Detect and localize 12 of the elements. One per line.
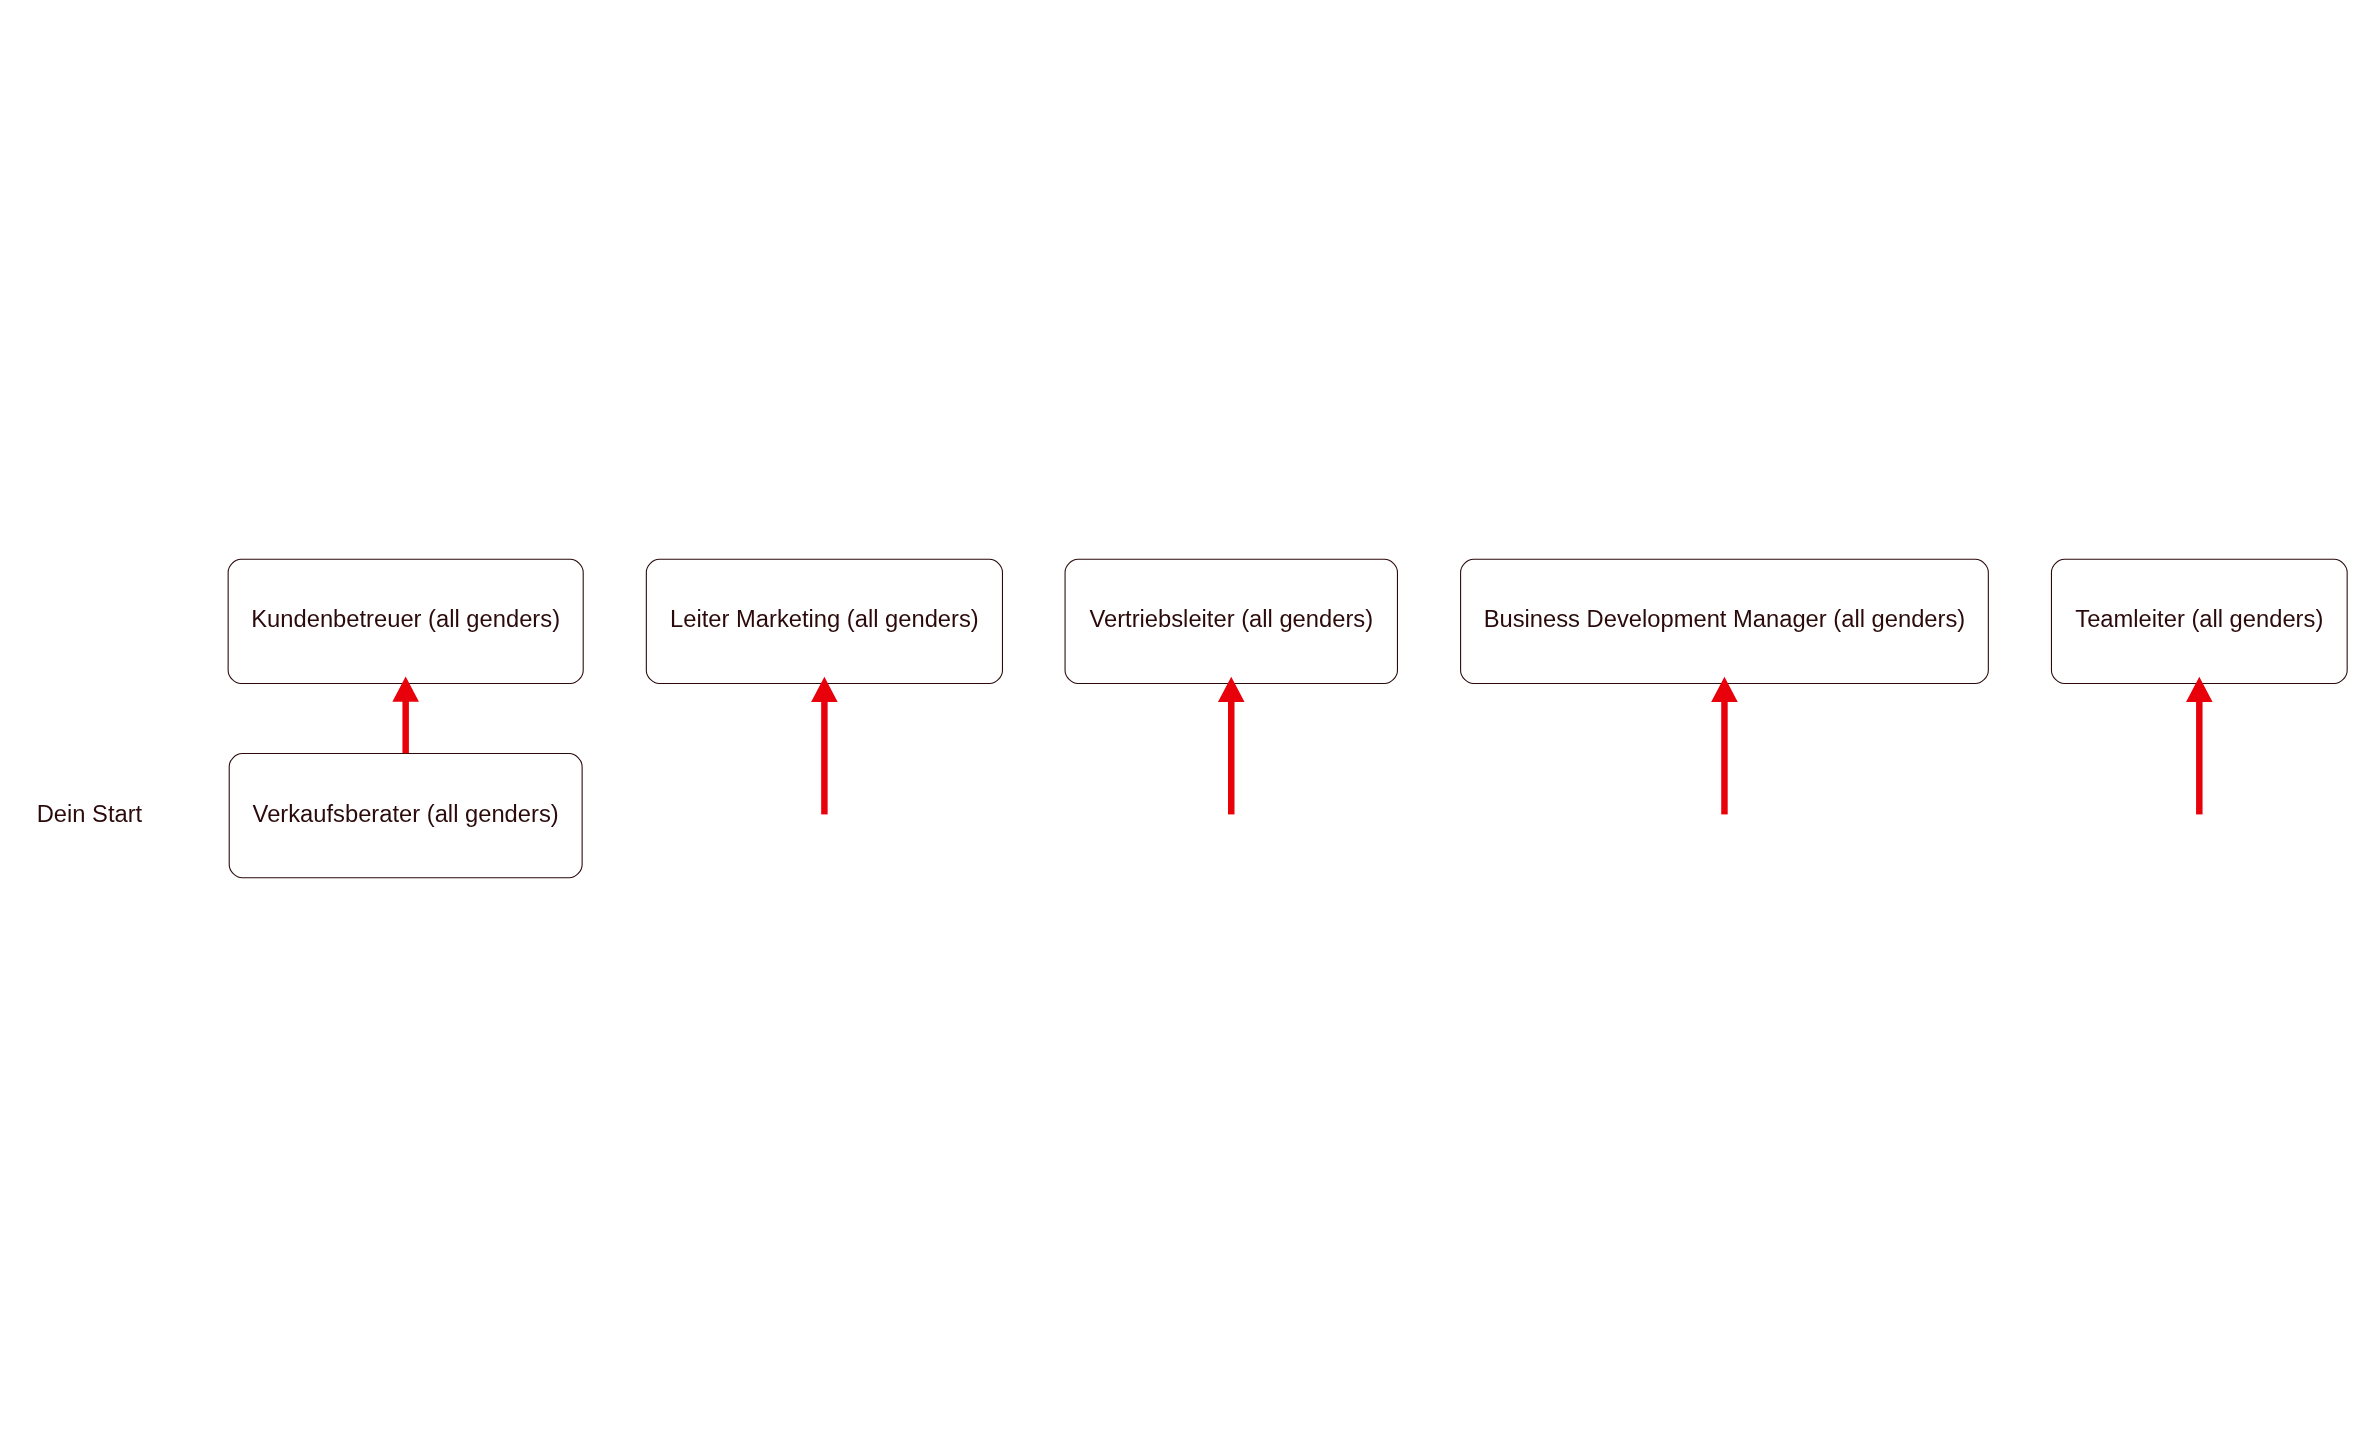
label: Dein Start [36,800,143,827]
node-box: Verkaufsberater (all genders) [228,752,583,878]
arrow [1217,676,1245,814]
node-box: Leiter Marketing (all genders) [645,558,1003,684]
node-box: Teamleiter (all genders) [2050,558,2348,684]
arrow [811,676,838,814]
arrow [2186,676,2213,814]
node-box: Kundenbetreuer (all genders) [227,558,584,684]
node-box: Vertriebsleiter (all genders) [1064,558,1398,684]
arrow [1711,676,1738,814]
arrow [392,676,419,753]
node-box: Business Development Manager (all genders) [1460,558,1989,684]
